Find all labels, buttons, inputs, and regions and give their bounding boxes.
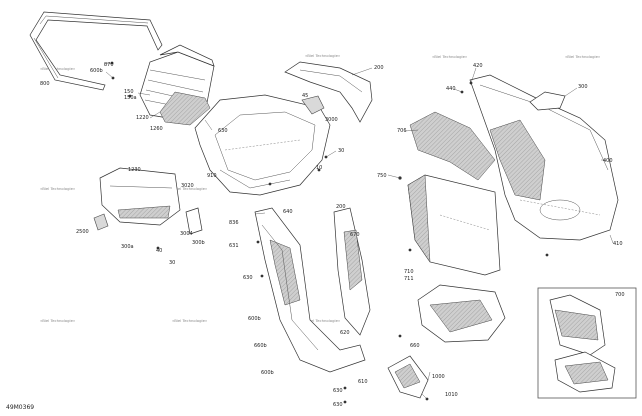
label-640: 640 [283, 209, 293, 215]
label-200b: 200 [336, 204, 346, 210]
part-800-rail [29, 11, 163, 91]
label-710: 710 [404, 269, 414, 275]
part-670-center-pillar [333, 207, 371, 336]
label-630d: 630 [333, 402, 343, 408]
part-2500-clip [93, 213, 109, 231]
diagram-code: 49M0369 [6, 404, 34, 411]
label-200: 200 [374, 65, 384, 71]
label-300: 300 [578, 84, 588, 90]
label-836: 836 [229, 220, 239, 226]
part-1000-cover [417, 284, 506, 343]
part-400-rear-body [469, 74, 619, 241]
label-610: 610 [358, 379, 368, 385]
watermark: «Biel Technologie» [40, 318, 76, 323]
label-10: 10 [316, 165, 322, 171]
label-910: 910 [207, 173, 217, 179]
fasteners [110, 61, 549, 404]
part-1230-side-panel [99, 167, 181, 226]
label-400: 400 [603, 158, 613, 164]
label-700: 700 [615, 292, 625, 298]
label-600b: 600b [90, 68, 103, 74]
label-3004: 3004 [180, 231, 193, 237]
label-631: 631 [229, 243, 239, 249]
part-3000-bracket [301, 95, 325, 115]
label-750: 750 [377, 173, 387, 179]
label-711: 711 [404, 276, 414, 282]
label-2500: 2500 [76, 229, 89, 235]
part-300-bracket [529, 91, 566, 111]
label-660: 660 [410, 343, 420, 349]
label-300b: 300b [192, 240, 205, 246]
label-30: 30 [338, 148, 344, 154]
label-1000: 1000 [432, 374, 445, 380]
part-1260-grille-insert [159, 91, 211, 126]
label-3000: 3000 [325, 117, 338, 123]
label-420: 420 [473, 63, 483, 69]
label-630: 630 [218, 128, 228, 134]
label-670: 670 [350, 232, 360, 238]
leader-lines [103, 62, 614, 400]
watermark: «Biel Technologie» [172, 186, 208, 191]
label-30b: 30 [169, 260, 175, 266]
watermark: «Biel Technologie» [432, 54, 468, 59]
label-630b: 630 [243, 275, 253, 281]
label-706: 706 [397, 128, 407, 134]
label-1260: 1260 [150, 126, 163, 132]
label-630c: 630 [333, 388, 343, 394]
part-labels: 870 600b 800 150 150a 1220 1260 200 45 6… [40, 62, 625, 408]
label-440: 440 [446, 86, 456, 92]
label-150a: 150a [124, 95, 137, 101]
watermark: «Biel Technologie» [305, 53, 341, 58]
watermark: «Biel Technologie» [305, 318, 341, 323]
label-870: 870 [104, 62, 114, 68]
watermark: «Biel Technologie» [40, 186, 76, 191]
part-706-panel [409, 111, 496, 181]
inset-700 [537, 287, 637, 399]
label-800: 800 [40, 81, 50, 87]
watermark: «Biel Technologie» [40, 66, 76, 71]
part-1010-guard [387, 355, 429, 399]
label-660b: 660b [254, 343, 267, 349]
part-630-main-tub [194, 94, 331, 196]
label-45: 45 [302, 93, 308, 99]
watermark: «Biel Technologie» [565, 54, 601, 59]
part-600b-pillar [254, 207, 366, 373]
label-1220: 1220 [136, 115, 149, 121]
label-600b-2: 600b [248, 316, 261, 322]
label-3020: 3020 [181, 183, 194, 189]
label-40: 40 [156, 248, 162, 254]
label-150: 150 [124, 89, 134, 95]
watermark: «Biel Technologie» [172, 318, 208, 323]
inset-frame [537, 287, 637, 399]
label-1010: 1010 [445, 392, 458, 398]
part-300b-bracket [185, 207, 203, 235]
part-750-side-panel [407, 174, 501, 276]
label-600b-3: 600b [261, 370, 274, 376]
label-1230: 1230 [128, 167, 141, 173]
label-300a: 300a [121, 244, 134, 250]
label-410: 410 [613, 241, 623, 247]
label-620: 620 [340, 330, 350, 336]
part-200-top [284, 61, 373, 123]
